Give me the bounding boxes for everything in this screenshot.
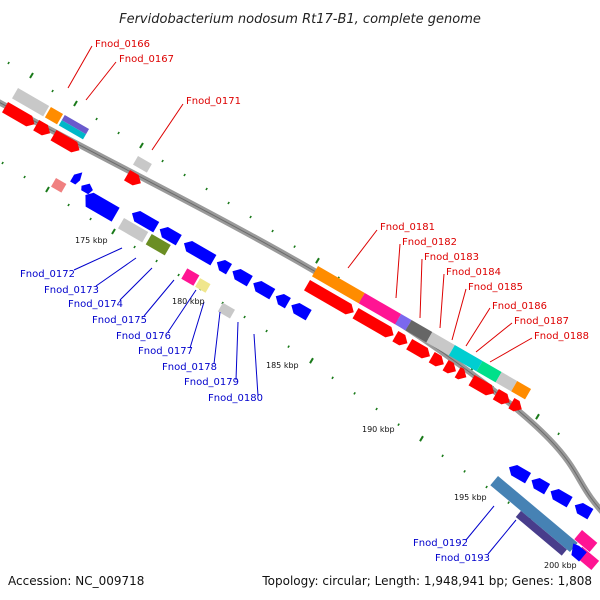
gene-cluster-0172-inner	[117, 218, 235, 319]
coordinate-ticks: 175 kbp 180 kbp 185 kbp 190 kbp 195 kbp …	[75, 236, 577, 570]
gene-label-0173: Fnod_0173	[44, 285, 99, 296]
gene-0171-cds	[124, 170, 141, 186]
gc-dot	[309, 357, 314, 364]
leader-lines-reverse	[73, 247, 517, 555]
gene-label-0179: Fnod_0179	[184, 377, 239, 388]
gene-label-0184: Fnod_0184	[446, 267, 501, 278]
tick-label-195kbp: 195 kbp	[454, 493, 487, 502]
gc-dot	[397, 423, 400, 427]
gc-dot	[155, 259, 158, 263]
gene-cluster-0192	[509, 465, 594, 520]
gene-cluster-0181-cds	[304, 280, 522, 412]
gc-dot	[111, 228, 116, 235]
gene-label-0171: Fnod_0171	[186, 96, 241, 107]
gc-dot	[7, 61, 10, 65]
gene-label-0183: Fnod_0183	[424, 252, 479, 263]
gc-dot	[183, 173, 186, 177]
gc-dot	[557, 432, 560, 436]
tick-label-185kbp: 185 kbp	[266, 361, 299, 370]
gc-dot	[243, 315, 246, 319]
gc-dot	[535, 413, 540, 420]
gc-dot	[287, 345, 290, 349]
gene-0171	[133, 156, 152, 173]
gene-cluster-bottom-right	[571, 530, 598, 562]
gene-reverse-left	[51, 172, 120, 222]
gc-dot	[271, 229, 274, 233]
gc-dot	[315, 257, 320, 264]
gc-dot	[205, 187, 208, 191]
gene-cluster-0181	[312, 266, 532, 400]
labels-forward: Fnod_0166 Fnod_0167 Fnod_0171 Fnod_0181 …	[95, 39, 589, 342]
gene-label-0187: Fnod_0187	[514, 316, 569, 327]
leader-lines-forward	[67, 45, 533, 363]
gene-label-0192: Fnod_0192	[413, 538, 468, 549]
gene-label-0167: Fnod_0167	[119, 54, 174, 65]
gc-dot	[95, 117, 98, 121]
tick-label-180kbp: 180 kbp	[172, 297, 205, 306]
gc-dot	[293, 245, 296, 249]
gc-dot	[29, 72, 34, 79]
gene-features	[2, 88, 600, 571]
gc-dot	[507, 501, 510, 505]
gene-label-0175: Fnod_0175	[92, 315, 147, 326]
tick-label-200kbp: 200 kbp	[544, 561, 577, 570]
gene-cluster-top-left	[12, 88, 90, 140]
gene-label-0188: Fnod_0188	[534, 331, 589, 342]
accession-text: Accession: NC_009718	[8, 574, 144, 588]
gc-dot	[177, 273, 180, 277]
labels-reverse: Fnod_0172 Fnod_0173 Fnod_0174 Fnod_0175 …	[20, 269, 490, 564]
gc-dot	[375, 407, 378, 411]
gc-dot	[139, 142, 144, 149]
gene-label-0172: Fnod_0172	[20, 269, 75, 280]
gc-dot	[51, 89, 54, 93]
gene-cluster-0172	[132, 211, 312, 321]
gene-label-0193: Fnod_0193	[435, 553, 490, 564]
gc-dot	[45, 186, 50, 193]
gc-dot	[221, 301, 224, 305]
gc-dot	[67, 203, 70, 207]
gene-label-0182: Fnod_0182	[402, 237, 457, 248]
gc-dot	[23, 175, 26, 179]
gc-dot	[463, 469, 466, 473]
gene-label-0174: Fnod_0174	[68, 299, 123, 310]
gc-dot	[485, 485, 488, 489]
gene-cluster-top-left-cds	[2, 102, 80, 153]
gc-dot	[133, 245, 136, 249]
gc-dot	[441, 454, 444, 458]
gc-dot	[73, 100, 78, 107]
gc-dot	[227, 201, 230, 205]
gene-label-0178: Fnod_0178	[162, 362, 217, 373]
gc-dot	[89, 217, 92, 221]
gene-label-0185: Fnod_0185	[468, 282, 523, 293]
gc-dot	[265, 329, 268, 333]
gc-dot	[161, 159, 164, 163]
gene-label-0166: Fnod_0166	[95, 39, 150, 50]
gc-dot	[1, 161, 4, 165]
gc-dot	[249, 215, 252, 219]
gc-dot	[117, 131, 120, 135]
gene-label-0181: Fnod_0181	[380, 222, 435, 233]
genome-summary-text: Topology: circular; Length: 1,948,941 bp…	[261, 574, 592, 588]
tick-label-190kbp: 190 kbp	[362, 425, 395, 434]
gc-dot	[353, 391, 356, 395]
tick-label-175kbp: 175 kbp	[75, 236, 108, 245]
gc-dot	[419, 435, 424, 442]
gene-label-0180: Fnod_0180	[208, 393, 263, 404]
gc-dot	[331, 376, 334, 380]
gene-label-0186: Fnod_0186	[492, 301, 547, 312]
map-title: Fervidobacterium nodosum Rt17-B1, comple…	[119, 12, 481, 27]
gene-label-0177: Fnod_0177	[138, 346, 193, 357]
gene-label-0176: Fnod_0176	[116, 331, 171, 342]
